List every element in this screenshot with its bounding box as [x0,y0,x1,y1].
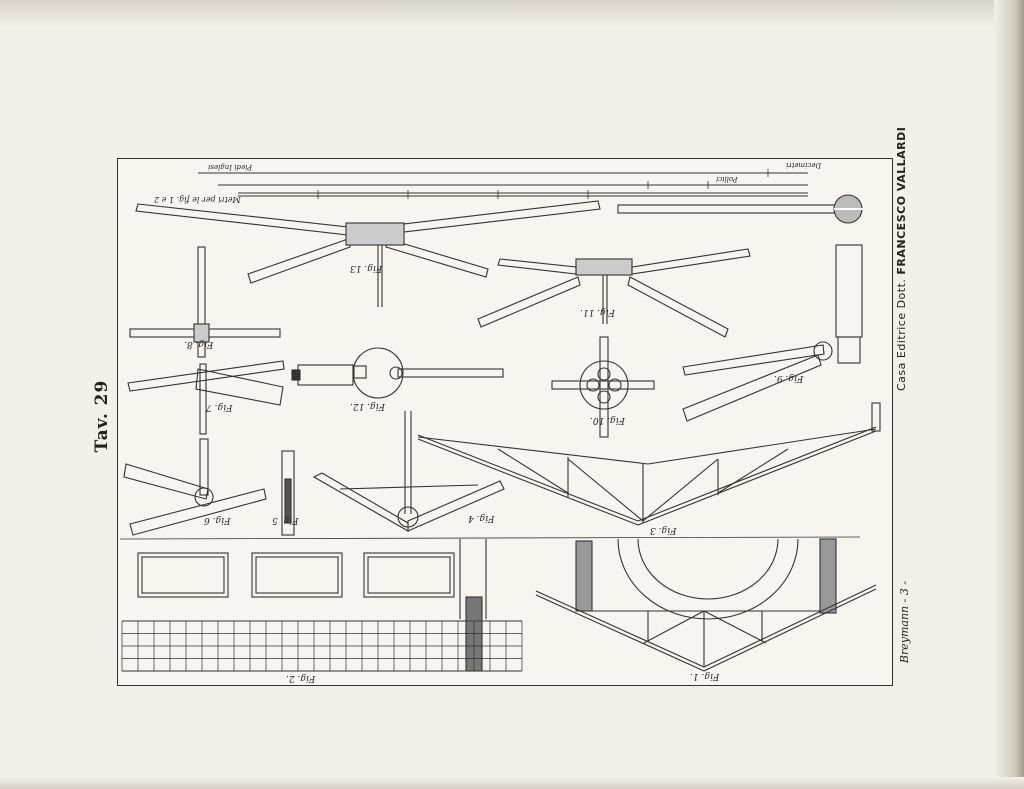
page-bottom-edge [0,777,1024,789]
publisher-credit: Casa Editrice Dott. FRANCESCO VALLARDI [895,127,909,391]
fig2-facade-drawing [121,539,523,672]
fig12-label: Fig. 12. [350,401,385,411]
fig5-label: Fig. 5 [272,515,299,525]
fig10-drawing [551,336,655,438]
fig4-label: Fig. 4 [468,513,495,523]
fig6-drawing [123,438,267,536]
fig12-drawing [291,347,504,399]
fig1-label: Fig. 1. [690,671,720,681]
fig13-label: Fig. 13 [350,263,383,273]
publisher-prefix: Casa Editrice Dott. [895,278,908,391]
fig8-label: Fig. 8. [184,339,214,349]
scale-unit-inches: Pollici [716,175,738,183]
engineering-plate: Fig. 13 Fig. 11. Fig. 8. Fig. 7 Fig. 12.… [117,158,893,686]
fig6-label: Fig. 6 [204,515,231,525]
author-credit: Breymann - 3 - [898,580,911,664]
fig2-label: Fig. 2. [286,673,316,683]
section-divider [119,536,861,540]
fig13-drawing [135,200,601,307]
fig3-truss-drawing [417,402,881,526]
fig-top-right-detail [617,194,863,224]
fig4-drawing [312,411,505,532]
fig10-label: Fig. 10. [590,415,625,425]
plate-number: Tav. 29 [92,379,112,453]
fig7-label: Fig. 7 [206,402,233,412]
fig9-label: Fig. 9. [774,373,804,383]
publisher-name: FRANCESCO VALLARDI [895,126,908,275]
scale-bars [198,169,808,199]
fig7-drawing [127,360,285,435]
fig1-roof-section-drawing [535,538,877,672]
technical-drawings [119,169,881,672]
fig11-label: Fig. 11. [580,307,615,317]
scale-unit-cm: Decimetri [786,161,822,169]
fig3-label: Fig. 3 [650,525,677,535]
fig11-drawing [477,248,751,338]
page-top-edge [0,0,1024,28]
scale-unit-feet: Piedi Inglesi [208,163,253,171]
fig9-drawing [682,244,863,422]
fig8-drawing [129,246,281,358]
scale-title: Metri per le fig. 1 e 2 [154,195,241,204]
fig5-drawing [281,450,295,536]
page-binding-edge [994,0,1024,789]
